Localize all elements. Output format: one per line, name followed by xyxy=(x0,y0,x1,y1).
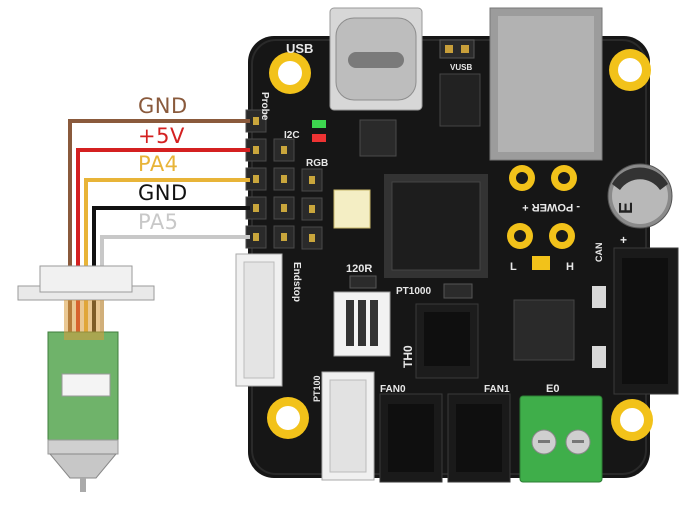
pt1000-jumper xyxy=(443,283,473,299)
endstop-label: Endstop xyxy=(291,262,302,302)
probe-body xyxy=(17,265,155,492)
pin-contact xyxy=(253,146,259,154)
pin-contact xyxy=(253,117,259,125)
wire-label: GND xyxy=(138,181,188,205)
pt100-connector xyxy=(321,371,375,481)
pt100-label: PT100 xyxy=(312,375,322,402)
wire-label: PA4 xyxy=(138,152,179,176)
can-l-label: L xyxy=(510,261,517,273)
power-label: - POWER + xyxy=(522,201,580,213)
mounting-hole-bottom-right xyxy=(611,399,653,441)
pin-contact xyxy=(281,146,287,154)
mounting-hole-bottom-left xyxy=(267,397,309,439)
e0-label: E0 xyxy=(546,383,559,395)
rgb-label: RGB xyxy=(306,158,328,169)
power-pads xyxy=(509,165,577,191)
led-green xyxy=(312,120,326,128)
cap-e-label: E xyxy=(616,202,636,214)
pin-contact xyxy=(281,204,287,212)
usb-label: USB xyxy=(286,41,313,56)
fan1-label: FAN1 xyxy=(484,384,510,395)
pin-contact xyxy=(253,204,259,212)
regulator-chip xyxy=(359,119,397,157)
crystal xyxy=(333,189,371,229)
pin-contact xyxy=(281,233,287,241)
smd-part xyxy=(592,286,606,308)
pin-contact xyxy=(253,233,259,241)
pin-contact xyxy=(281,175,287,183)
wire-label: GND xyxy=(138,94,188,118)
vusb-jumper xyxy=(439,39,475,59)
can-label: CAN xyxy=(594,243,604,263)
vusb-label: VUSB xyxy=(450,63,472,72)
fan0-label: FAN0 xyxy=(380,384,406,395)
e0-terminal xyxy=(519,395,603,483)
led-red xyxy=(312,134,326,142)
mounting-hole-top-left xyxy=(269,52,311,94)
pin-contact xyxy=(309,234,315,242)
can-pads xyxy=(507,223,575,270)
probe-label: Probe xyxy=(259,92,270,121)
mcu-chip xyxy=(384,174,488,278)
capacitor xyxy=(607,163,673,229)
120r-jumper xyxy=(349,275,377,289)
driver-chip xyxy=(513,299,575,361)
smd-part xyxy=(592,346,606,368)
i2c-label: I2C xyxy=(284,130,300,141)
ic-u2 xyxy=(439,73,481,127)
endstop-connector xyxy=(235,253,283,387)
usb-c-port xyxy=(329,7,423,111)
pin-contact xyxy=(309,205,315,213)
connector-block-top xyxy=(489,7,603,161)
cap-plus-label: + xyxy=(620,233,627,247)
dip-switch xyxy=(333,291,391,357)
pin-contact xyxy=(253,175,259,183)
can-h-label: H xyxy=(566,261,574,273)
th0-connector xyxy=(415,303,479,379)
can-connector xyxy=(613,247,679,395)
wire-pa5-4 xyxy=(100,235,250,380)
fan1-connector xyxy=(447,393,511,483)
mounting-hole-top-right xyxy=(609,49,651,91)
controller-board: USB VUSB xyxy=(235,7,679,483)
wire-label: +5V xyxy=(138,124,185,148)
pin-contact xyxy=(309,176,315,184)
fan0-connector xyxy=(379,393,443,483)
pt1000-label: PT1000 xyxy=(396,286,431,297)
wire-label: PA5 xyxy=(138,210,179,234)
th0-label: TH0 xyxy=(401,345,415,368)
120r-label: 120R xyxy=(346,263,372,275)
